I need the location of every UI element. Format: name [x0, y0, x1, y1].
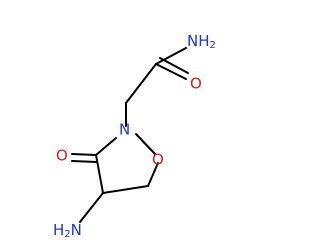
- ring-n-label: N: [119, 121, 130, 139]
- bond-ringn-ringo: [135, 133, 156, 155]
- bond-c4-c5: [102, 185, 149, 194]
- bond-c3-o-1: [71, 153, 97, 156]
- bond-carbonyl-o-2: [159, 57, 189, 74]
- bond-c3-c4: [95, 154, 104, 194]
- bond-c3-o-2: [71, 160, 98, 163]
- carbonyl-o-label: O: [190, 75, 202, 93]
- bond-carbonyl-o-1: [155, 63, 187, 80]
- structure-svg: NH2 O N O O H2N: [53, 32, 216, 241]
- ketone-o-label: O: [56, 147, 68, 165]
- bond-carbonyl-nh2: [155, 47, 187, 65]
- bond-ch2-carbonyl: [125, 63, 157, 104]
- molecule-diagram: NH2 O N O O H2N: [53, 31, 216, 241]
- bond-ringn-c3: [95, 137, 117, 156]
- ring-o-label: O: [152, 151, 164, 169]
- amide-nh2-label: NH2: [187, 32, 216, 52]
- bond-c5-ringo: [147, 162, 159, 187]
- amino-h2n-label: H2N: [53, 221, 82, 241]
- bond-c4-nh2: [79, 192, 104, 223]
